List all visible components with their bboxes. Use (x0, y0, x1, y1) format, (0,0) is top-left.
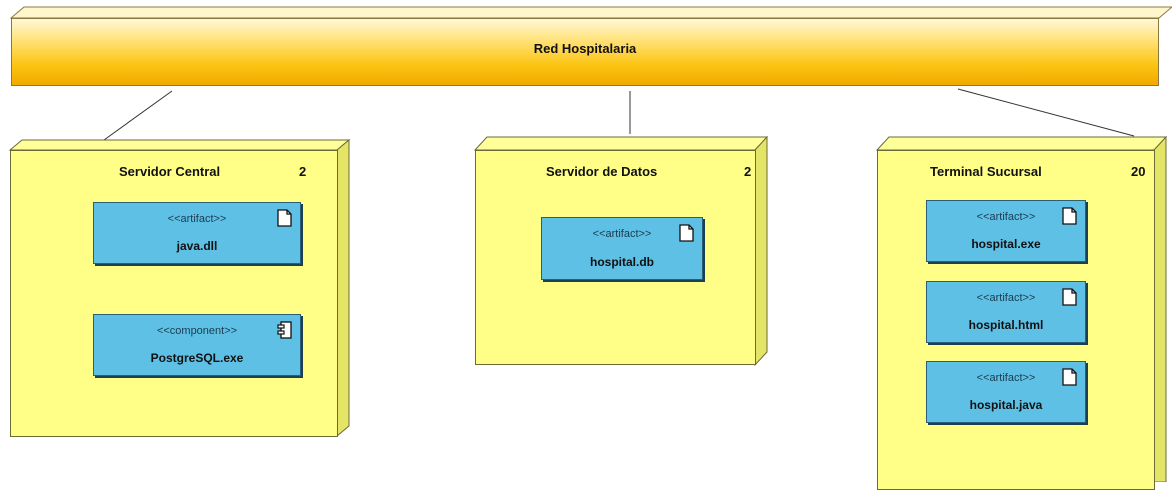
artifact-stereotype: <<artifact>> (976, 372, 1036, 384)
document-icon (1062, 368, 1077, 386)
node-depth-servidor-central (8, 138, 351, 438)
node-title: Terminal Sucursal (930, 164, 1042, 179)
artifact-stereotype: <<artifact>> (976, 292, 1036, 304)
connection-line-servidor-central (103, 90, 173, 141)
artifact-hospital-java[interactable]: <<artifact>> hospital.java (926, 361, 1086, 423)
network-node-red-hospitalaria[interactable]: Red Hospitalaria (11, 18, 1159, 86)
document-icon (1062, 288, 1077, 306)
node-servidor-central[interactable]: Servidor Central 2 <<artifact>> java.dll… (10, 150, 338, 437)
network-label: Red Hospitalaria (533, 41, 637, 56)
document-icon (679, 224, 694, 242)
component-name: PostgreSQL.exe (150, 351, 244, 365)
component-stereotype: <<component>> (156, 325, 238, 337)
artifact-hospital-db[interactable]: <<artifact>> hospital.db (541, 217, 703, 280)
node-multiplicity: 2 (299, 164, 307, 179)
node-servidor-de-datos[interactable]: Servidor de Datos 2 <<artifact>> hospita… (475, 150, 756, 365)
artifact-hospital-exe[interactable]: <<artifact>> hospital.exe (926, 200, 1086, 262)
component-postgresql-exe[interactable]: <<component>> PostgreSQL.exe (93, 314, 301, 376)
artifact-stereotype: <<artifact>> (167, 213, 227, 225)
artifact-stereotype: <<artifact>> (976, 211, 1036, 223)
document-icon (1062, 207, 1077, 225)
artifact-name: java.dll (176, 239, 218, 253)
artifact-name: hospital.java (969, 398, 1043, 412)
artifact-stereotype: <<artifact>> (592, 228, 652, 240)
artifact-hospital-html[interactable]: <<artifact>> hospital.html (926, 281, 1086, 343)
node-title: Servidor Central (119, 164, 221, 179)
connection-line-terminal-sucursal (957, 88, 1135, 137)
artifact-name: hospital.exe (971, 237, 1041, 251)
artifact-java-dll[interactable]: <<artifact>> java.dll (93, 202, 301, 264)
artifact-name: hospital.html (968, 318, 1044, 332)
node-multiplicity: 20 (1131, 164, 1146, 179)
node-multiplicity: 2 (744, 164, 752, 179)
artifact-name: hospital.db (590, 255, 654, 269)
node-title: Servidor de Datos (546, 164, 658, 179)
document-icon (277, 209, 292, 227)
node-depth-terminal-sucursal (875, 135, 1168, 482)
node-terminal-sucursal[interactable]: Terminal Sucursal 20 <<artifact>> hospit… (877, 150, 1155, 490)
component-icon (277, 321, 292, 339)
